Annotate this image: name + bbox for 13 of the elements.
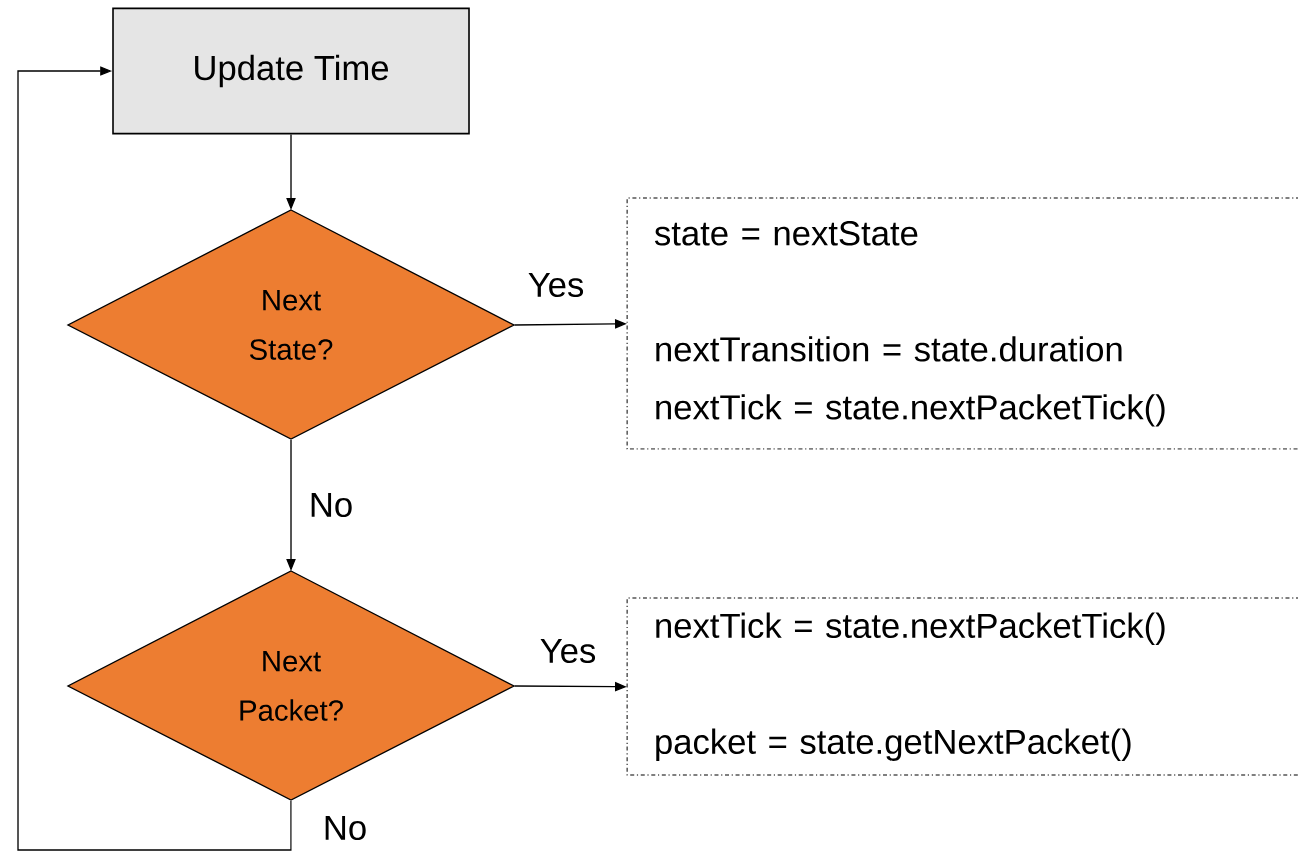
- code-line: nextTick = state.nextPacketTick(): [656, 394, 1165, 427]
- edge-label: Yes: [526, 271, 586, 299]
- code-line: state = nextState: [654, 221, 918, 246]
- arrow: [17, 66, 292, 851]
- code-line: packet = state.getNextPacket(): [656, 728, 1131, 761]
- code-line: nextTransition = state.duration: [656, 336, 1122, 362]
- code-box: [626, 197, 1298, 450]
- edge-label: No: [307, 491, 355, 519]
- edge-label: Yes: [538, 637, 598, 665]
- edge-label: No: [321, 814, 369, 842]
- code-box: [626, 597, 1298, 776]
- process-box: Update Time: [112, 7, 470, 135]
- code-line: nextTick = state.nextPacketTick(): [656, 612, 1165, 645]
